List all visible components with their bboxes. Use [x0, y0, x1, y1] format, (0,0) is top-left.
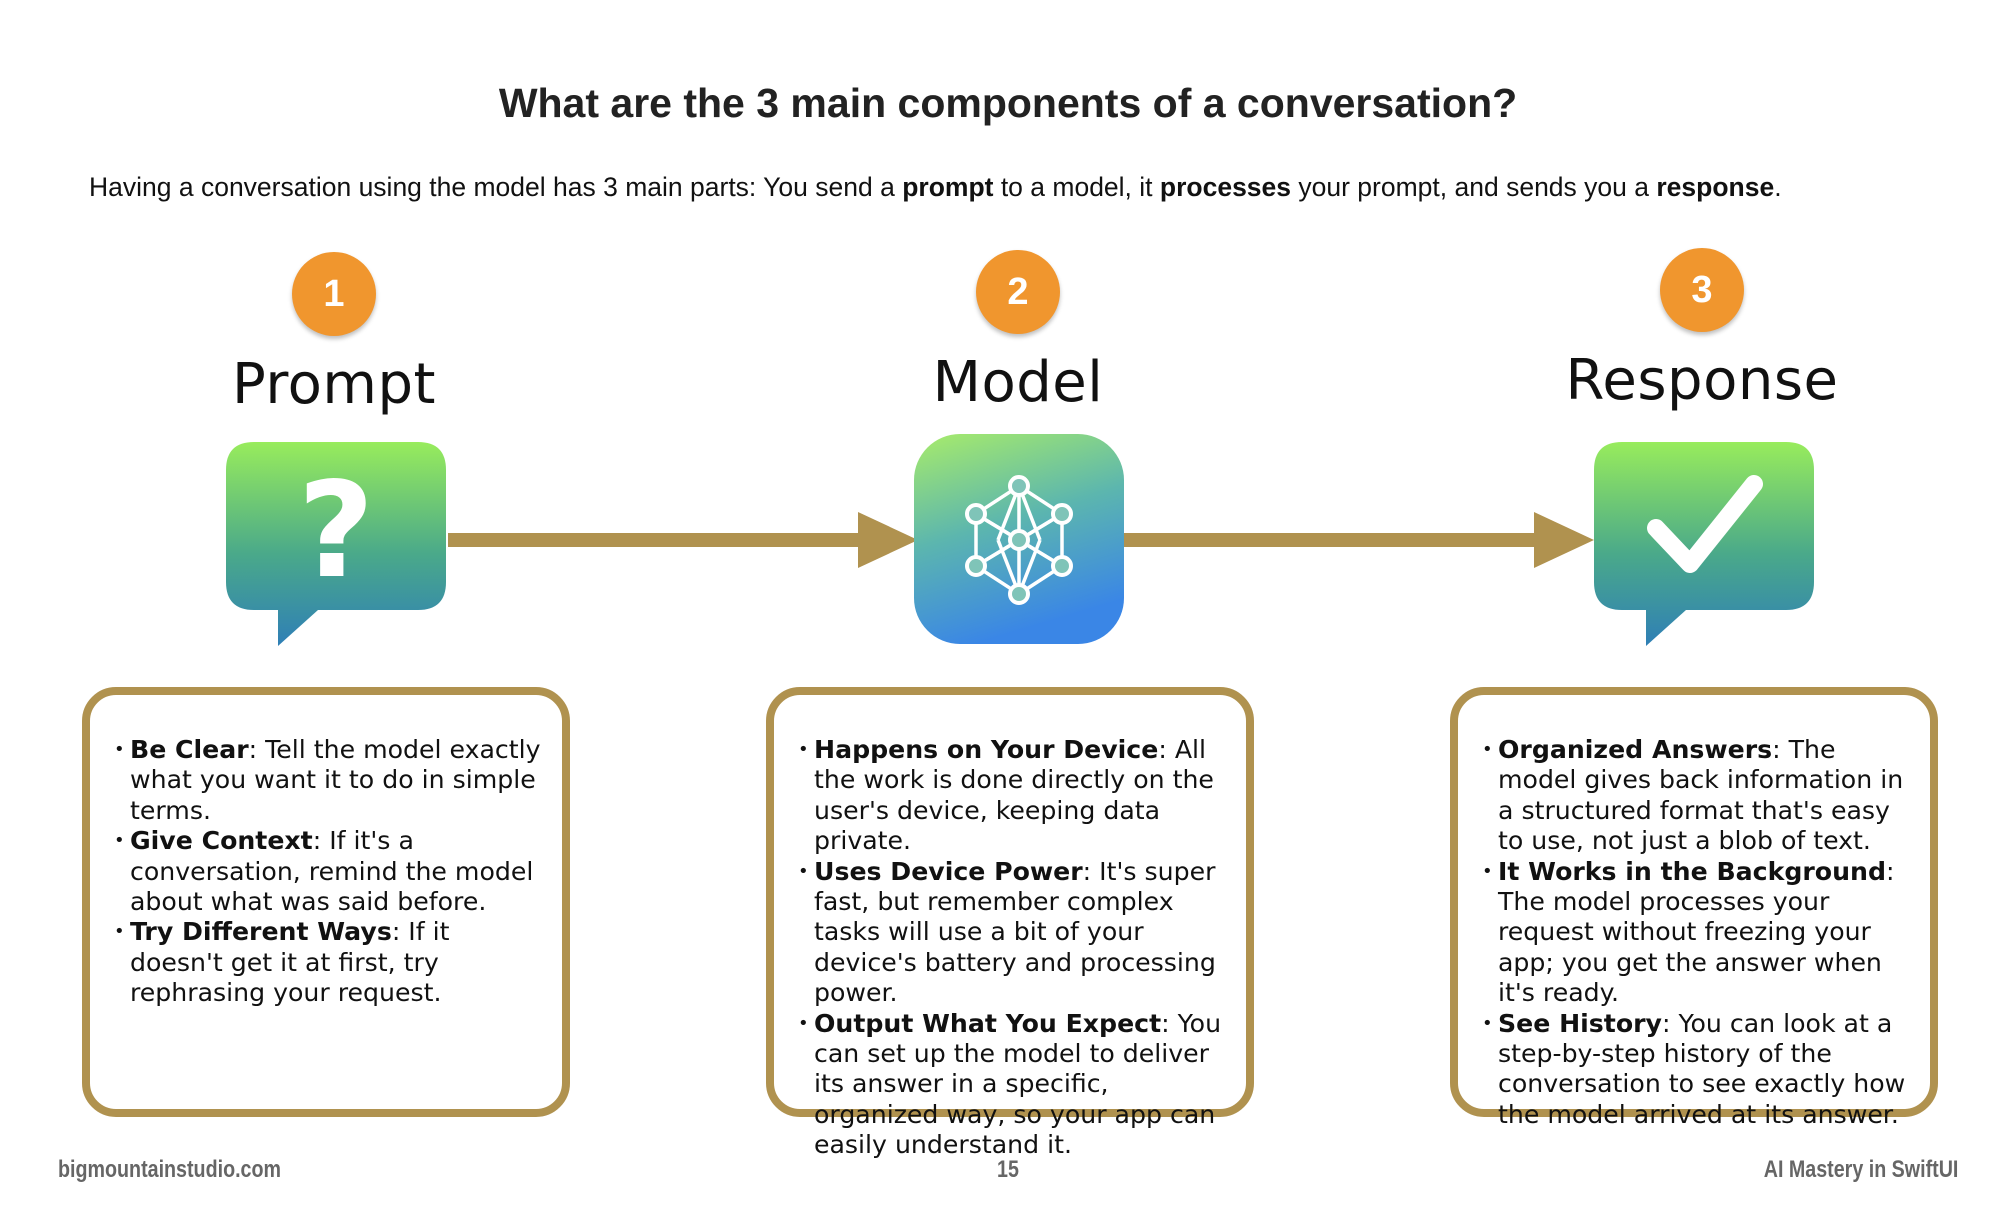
- list-item: Uses Device Power: It's super fast, but …: [798, 857, 1226, 1009]
- point-text: : The model gives back information in a …: [1498, 735, 1904, 856]
- tips-list: Happens on Your Device: All the work is …: [798, 735, 1226, 1161]
- question-bubble-icon: ?: [226, 442, 446, 646]
- point-text: : If it doesn't get it at first, try rep…: [130, 917, 450, 1008]
- point-term: Uses Device Power: [814, 856, 1083, 886]
- list-item: Organized Answers: The model gives back …: [1482, 735, 1910, 857]
- step-prompt-header: 1 Prompt: [84, 252, 584, 417]
- point-text: : All the work is done directly on the u…: [814, 735, 1214, 856]
- footer-book-title: AI Mastery in SwiftUI: [1763, 1156, 1958, 1183]
- list-item: Be Clear: Tell the model exactly what yo…: [114, 735, 542, 826]
- svg-text:?: ?: [298, 454, 375, 608]
- list-item: Output What You Expect: You can set up t…: [798, 1009, 1226, 1161]
- list-item: See History: You can look at a step-by-s…: [1482, 1009, 1910, 1131]
- checkmark-bubble-icon: [1594, 442, 1814, 646]
- point-term: Output What You Expect: [814, 1008, 1162, 1038]
- response-tips-box: Organized Answers: The model gives back …: [1450, 687, 1938, 1129]
- tips-list: Organized Answers: The model gives back …: [1482, 735, 1910, 1130]
- page-number: 15: [997, 1156, 1019, 1183]
- intro-text: .: [1774, 172, 1782, 202]
- step-number-badge: 2: [976, 250, 1060, 334]
- intro-bold-prompt: prompt: [902, 172, 994, 202]
- intro-paragraph: Having a conversation using the model ha…: [89, 172, 1949, 203]
- point-term: Give Context: [130, 826, 313, 856]
- point-text: : You can set up the model to deliver it…: [814, 1008, 1222, 1160]
- footer-website: bigmountainstudio.com: [58, 1156, 282, 1183]
- arrow-prompt-to-model: [448, 512, 918, 568]
- step-response-header: 3 Response: [1452, 248, 1952, 413]
- point-term: Organized Answers: [1498, 735, 1773, 764]
- arrow-model-to-response: [1122, 512, 1594, 568]
- neural-network-icon: [914, 434, 1124, 644]
- step-title: Response: [1565, 348, 1839, 413]
- point-text: : The model processes your request witho…: [1498, 856, 1895, 1008]
- step-number-badge: 1: [292, 252, 376, 336]
- intro-bold-processes: processes: [1159, 172, 1292, 202]
- point-term: Be Clear: [130, 735, 249, 764]
- model-tips-box: Happens on Your Device: All the work is …: [766, 687, 1254, 1159]
- list-item: Happens on Your Device: All the work is …: [798, 735, 1226, 857]
- list-item: It Works in the Background: The model pr…: [1482, 857, 1910, 1009]
- point-text: : If it's a conversation, remind the mod…: [130, 826, 534, 917]
- step-model-header: 2 Model: [768, 250, 1268, 415]
- point-text: : Tell the model exactly what you want i…: [130, 735, 541, 825]
- point-text: : You can look at a step-by-step history…: [1498, 1008, 1906, 1129]
- step-title: Model: [932, 350, 1104, 415]
- intro-bold-response: response: [1656, 172, 1775, 202]
- intro-text: your prompt, and sends you a: [1291, 172, 1657, 202]
- point-term: See History: [1498, 1008, 1662, 1038]
- prompt-tips-box: Be Clear: Tell the model exactly what yo…: [82, 687, 570, 1117]
- page-title: What are the 3 main components of a conv…: [498, 80, 1518, 126]
- list-item: Try Different Ways: If it doesn't get it…: [114, 917, 542, 1008]
- intro-text: to a model, it: [993, 172, 1160, 202]
- list-item: Give Context: If it's a conversation, re…: [114, 826, 542, 917]
- point-term: Try Different Ways: [130, 917, 392, 947]
- point-text: : It's super fast, but remember complex …: [814, 856, 1216, 1008]
- step-title: Prompt: [232, 352, 436, 417]
- step-number-badge: 3: [1660, 248, 1744, 332]
- point-term: It Works in the Background: [1498, 856, 1886, 886]
- point-term: Happens on Your Device: [814, 735, 1159, 764]
- tips-list: Be Clear: Tell the model exactly what yo…: [114, 735, 542, 1009]
- intro-text: Having a conversation using the model ha…: [89, 172, 903, 202]
